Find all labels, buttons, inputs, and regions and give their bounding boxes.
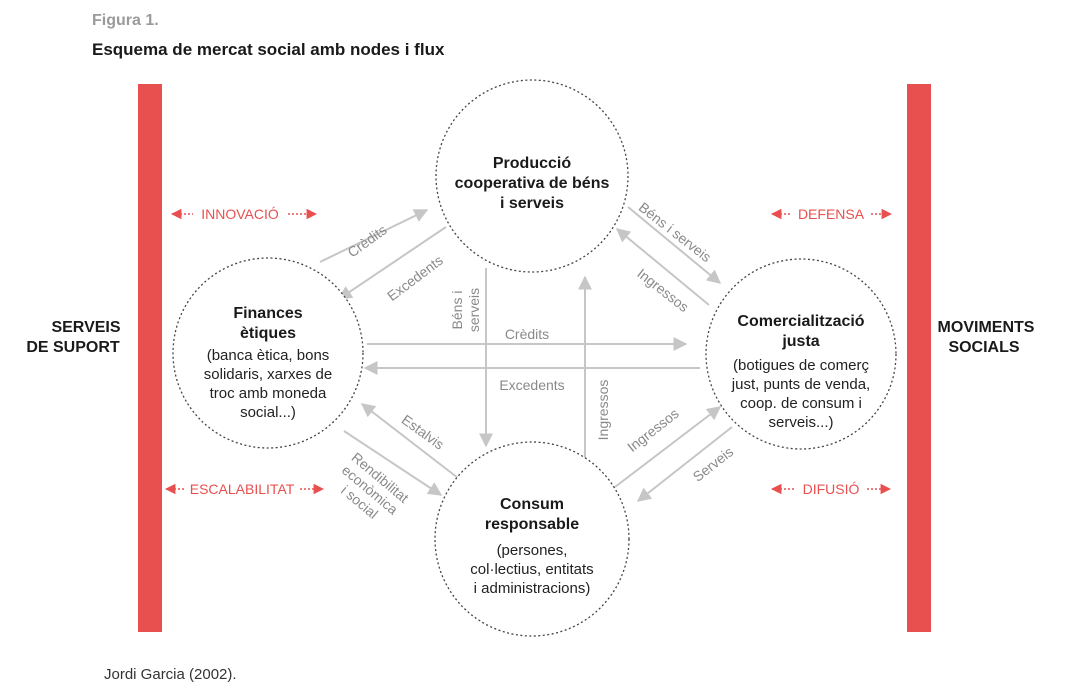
figure-title: Esquema de mercat social amb nodes i flu…	[92, 40, 445, 59]
node-consum: Consum responsable (persones, col·lectiu…	[434, 441, 630, 637]
node-comercialitzacio-desc-3: coop. de consum i	[740, 395, 862, 412]
role-defensa-label: DEFENSA	[798, 206, 865, 222]
flow-rendibilitat-fin-cons: Rendibilitat econòmica i social	[338, 449, 412, 522]
figure-source: Jordi Garcia (2002).	[104, 666, 237, 683]
node-comercialitzacio-title-2: justa	[781, 333, 819, 350]
flow-estalvis-cons-fin: Estalvis	[399, 411, 447, 452]
node-comercialitzacio: Comercialització justa (botigues de come…	[705, 258, 897, 450]
flow-credits-fin-com: Crèdits	[505, 326, 549, 342]
flow-arrows	[319, 206, 733, 502]
role-difusio-label: DIFUSIÓ	[803, 481, 860, 497]
node-finances-title-1: Finances	[233, 305, 302, 322]
flow-ingressos-cons-prod: Ingressos	[595, 380, 611, 441]
node-finances-desc-1: (banca ètica, bons	[207, 347, 330, 364]
right-movements-bar	[907, 84, 931, 632]
role-defensa: DEFENSA	[770, 206, 893, 222]
arrow-ingressos-com-prod	[615, 228, 710, 306]
node-comercialitzacio-desc-4: serveis...)	[768, 414, 833, 431]
role-innovacio-label: INNOVACIÓ	[201, 206, 279, 222]
arrow-estalvis-cons-fin	[360, 403, 459, 479]
left-side-label-line1: SERVEIS	[51, 319, 120, 336]
node-consum-desc-2: col·lectius, entitats	[470, 561, 593, 578]
arrow-serveis-com-cons	[636, 426, 733, 502]
role-escalabilitat: ESCALABILITAT	[164, 481, 325, 497]
node-consum-title-2: responsable	[485, 516, 579, 533]
node-produccio-title-3: i serveis	[500, 195, 564, 212]
node-consum-desc-3: i administracions)	[474, 580, 591, 597]
left-side-label-line2: DE SUPORT	[26, 339, 120, 356]
flow-excedents-com-fin: Excedents	[499, 377, 564, 393]
node-produccio: Producció cooperativa de béns i serveis	[435, 79, 629, 273]
flow-bens-prod-cons: Béns i serveis	[449, 288, 482, 332]
node-finances: Finances ètiques (banca ètica, bons soli…	[172, 257, 364, 449]
flow-excedents-prod-fin: Excedents	[384, 252, 446, 304]
node-finances-desc-3: troc amb moneda	[210, 385, 327, 402]
left-support-bar	[138, 84, 162, 632]
flow-credits-fin-prod: Crèdits	[344, 221, 389, 260]
node-finances-desc-2: solidaris, xarxes de	[204, 366, 332, 383]
arrow-ingressos-cons-com	[614, 406, 722, 488]
arrow-bens-prod-com	[627, 206, 722, 284]
flow-ingressos-cons-com: Ingressos	[624, 405, 682, 455]
node-comercialitzacio-title-1: Comercialització	[737, 313, 864, 330]
figure-label: Figura 1.	[92, 12, 159, 29]
node-produccio-title-1: Producció	[493, 155, 571, 172]
flow-bens-prod-cons-line1: Béns i	[449, 291, 465, 330]
arrow-credits-fin-prod	[319, 209, 429, 263]
role-innovacio: INNOVACIÓ	[170, 206, 318, 222]
flow-bens-prod-cons-line2: serveis	[466, 288, 482, 332]
flow-serveis-com-cons: Serveis	[690, 443, 737, 484]
arrow-rendibilitat-fin-cons	[343, 430, 443, 496]
node-finances-desc-4: social...)	[240, 404, 296, 421]
node-comercialitzacio-desc-2: just, punts de venda,	[731, 376, 870, 393]
arrow-excedents-prod-fin	[337, 226, 447, 300]
right-side-label-line2: SOCIALS	[948, 339, 1019, 356]
node-produccio-title-2: cooperativa de béns	[455, 175, 610, 192]
role-difusio: DIFUSIÓ	[770, 481, 892, 497]
flow-ingressos-com-prod: Ingressos	[634, 265, 692, 315]
node-finances-title-2: ètiques	[240, 325, 296, 342]
node-comercialitzacio-desc-1: (botigues de comerç	[733, 357, 869, 374]
role-escalabilitat-label: ESCALABILITAT	[190, 481, 295, 497]
right-side-label-line1: MOVIMENTS	[938, 319, 1035, 336]
node-consum-desc-1: (persones,	[497, 542, 568, 559]
node-consum-title-1: Consum	[500, 496, 564, 513]
